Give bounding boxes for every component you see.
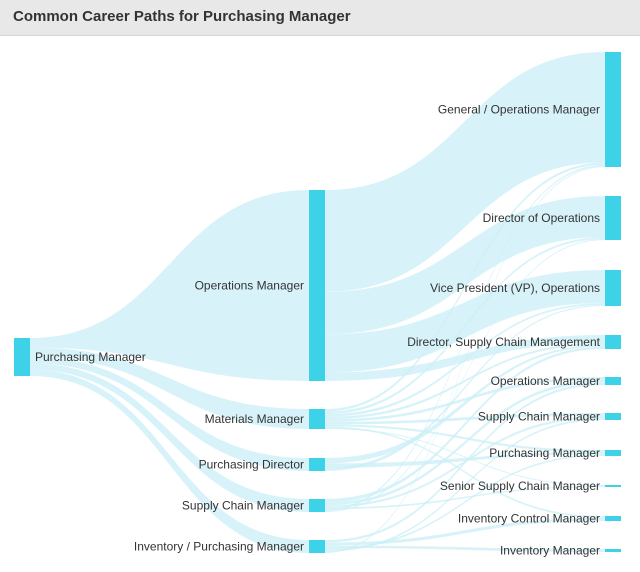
- sankey-link-inventory-purchasing-manager-to-inventory-control-manager: [325, 517, 605, 546]
- sankey-label-purchasing-manager: Purchasing Manager: [35, 350, 146, 364]
- sankey-node-vp-operations[interactable]: [605, 270, 621, 306]
- sankey-label-operations-manager: Operations Manager: [195, 279, 304, 293]
- sankey-link-materials-manager-to-inventory-control-manager: [325, 426, 605, 518]
- sankey-link-operations-manager-to-vp-operations: [325, 270, 605, 373]
- sankey-link-operations-manager-to-director-supply-chain-management: [325, 335, 605, 381]
- sankey-label-general-operations-manager: General / Operations Manager: [438, 103, 600, 117]
- sankey-link-materials-manager-to-operations-manager-2: [325, 377, 605, 422]
- sankey-node-materials-manager[interactable]: [309, 409, 325, 429]
- sankey-link-inventory-purchasing-manager-to-supply-chain-manager-2: [325, 418, 605, 552]
- sankey-link-materials-manager-to-senior-supply-chain-manager: [325, 427, 605, 486]
- sankey-node-operations-manager-2[interactable]: [605, 377, 621, 385]
- sankey-link-inventory-purchasing-manager-to-purchasing-manager-2: [325, 454, 605, 550]
- sankey-link-purchasing-manager-to-purchasing-director: [30, 357, 309, 471]
- sankey-node-director-supply-chain-management[interactable]: [605, 335, 621, 349]
- sankey-link-supply-chain-manager-to-operations-manager-2: [325, 379, 605, 506]
- sankey-link-purchasing-manager-to-inventory-purchasing-manager: [30, 369, 309, 553]
- page-header: Common Career Paths for Purchasing Manag…: [0, 0, 640, 36]
- sankey-node-inventory-purchasing-manager[interactable]: [309, 540, 325, 553]
- sankey-link-materials-manager-to-director-of-operations: [325, 237, 605, 415]
- sankey-label-materials-manager: Materials Manager: [205, 412, 304, 426]
- sankey-node-purchasing-director[interactable]: [309, 458, 325, 471]
- sankey-node-supply-chain-manager-2[interactable]: [605, 413, 621, 420]
- sankey-label-inventory-control-manager: Inventory Control Manager: [458, 512, 600, 526]
- sankey-link-operations-manager-to-general-operations-manager: [325, 52, 605, 292]
- sankey-link-materials-manager-to-general-operations-manager: [325, 162, 605, 412]
- sankey-node-operations-manager[interactable]: [309, 190, 325, 381]
- sankey-label-purchasing-manager-2: Purchasing Manager: [489, 446, 600, 460]
- sankey-label-senior-supply-chain-manager: Senior Supply Chain Manager: [440, 479, 600, 493]
- sankey-link-operations-manager-to-director-of-operations: [325, 196, 605, 335]
- sankey-label-vp-operations: Vice President (VP), Operations: [430, 281, 600, 295]
- sankey-node-inventory-manager[interactable]: [605, 549, 621, 552]
- sankey-node-director-of-operations[interactable]: [605, 196, 621, 240]
- sankey-label-inventory-purchasing-manager: Inventory / Purchasing Manager: [134, 540, 304, 554]
- sankey-link-materials-manager-to-supply-chain-manager-2: [325, 413, 605, 425]
- sankey-link-supply-chain-manager-to-senior-supply-chain-manager: [325, 486, 605, 510]
- sankey-link-inventory-purchasing-manager-to-inventory-manager: [325, 545, 605, 552]
- sankey-link-inventory-purchasing-manager-to-general-operations-manager: [325, 166, 605, 553]
- sankey-link-materials-manager-to-director-supply-chain-management: [325, 342, 605, 420]
- sankey-node-purchasing-manager[interactable]: [14, 338, 30, 376]
- sankey-link-purchasing-director-to-purchasing-manager-2: [325, 452, 605, 468]
- sankey-link-purchasing-manager-to-supply-chain-manager: [30, 363, 309, 512]
- sankey-link-supply-chain-manager-to-director-of-operations: [325, 239, 605, 513]
- sankey-label-operations-manager-2: Operations Manager: [491, 374, 600, 388]
- sankey-label-supply-chain-manager: Supply Chain Manager: [182, 499, 304, 513]
- sankey-link-supply-chain-manager-to-director-supply-chain-management: [325, 346, 605, 503]
- sankey-nodes: [14, 52, 621, 553]
- sankey-link-inventory-purchasing-manager-to-operations-manager-2: [325, 382, 605, 543]
- sankey-label-director-of-operations: Director of Operations: [483, 211, 600, 225]
- sankey-link-supply-chain-manager-to-general-operations-manager: [325, 164, 605, 511]
- sankey-label-director-supply-chain-management: Director, Supply Chain Management: [407, 335, 600, 349]
- sankey-label-supply-chain-manager-2: Supply Chain Manager: [478, 410, 600, 424]
- sankey-links: [30, 52, 605, 553]
- sankey-label-inventory-manager: Inventory Manager: [500, 544, 600, 558]
- sankey-link-purchasing-manager-to-materials-manager: [30, 347, 309, 429]
- sankey-node-senior-supply-chain-manager[interactable]: [605, 485, 621, 487]
- sankey-link-purchasing-manager-to-operations-manager: [30, 190, 309, 381]
- sankey-node-inventory-control-manager[interactable]: [605, 516, 621, 521]
- page-title: Common Career Paths for Purchasing Manag…: [13, 8, 351, 25]
- sankey-node-purchasing-manager-2[interactable]: [605, 450, 621, 456]
- sankey-link-purchasing-director-to-director-supply-chain-management: [325, 344, 605, 464]
- sankey-link-materials-manager-to-purchasing-manager-2: [325, 424, 605, 453]
- sankey-label-purchasing-director: Purchasing Director: [199, 458, 304, 472]
- sankey-link-purchasing-director-to-vp-operations: [325, 304, 605, 471]
- sankey-node-supply-chain-manager[interactable]: [309, 499, 325, 512]
- sankey-node-general-operations-manager[interactable]: [605, 52, 621, 167]
